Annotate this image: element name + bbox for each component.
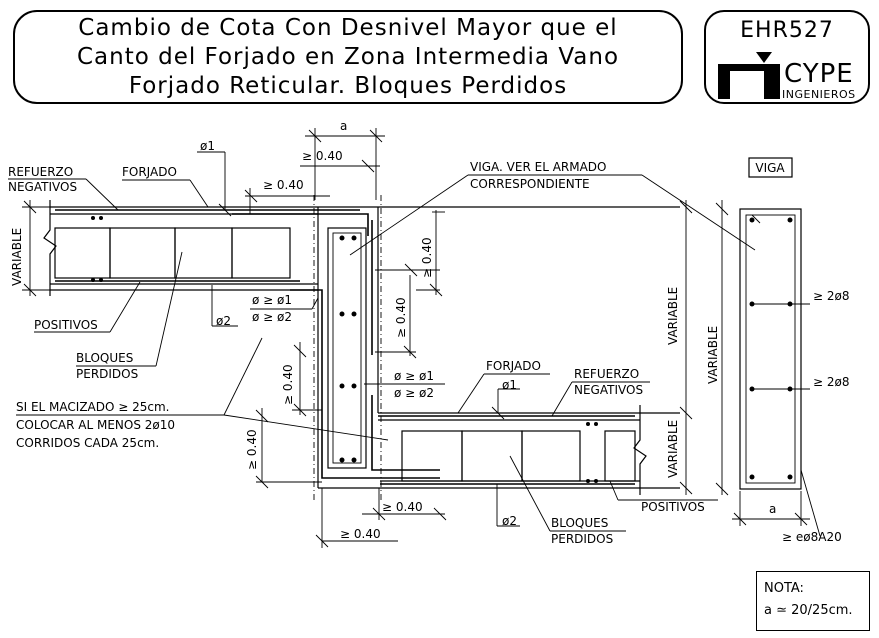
beam-vertical-dims: ≥ 0.40 ≥ 0.40 ≥ 0.40 ≥ 0.40 <box>245 210 443 489</box>
phi1-top-label: ø1 <box>200 139 215 153</box>
bloques-perdidos-1b: PERDIDOS <box>76 367 138 381</box>
variable-right-upper-label: VARIABLE <box>666 287 680 345</box>
refuerzo-negativos-1b: NEGATIVOS <box>8 180 77 194</box>
forjado-low-label: FORJADO <box>486 359 541 373</box>
stirrups-label: ≥ eø8A20 <box>782 530 842 544</box>
refuerzo-negativos-2b: NEGATIVOS <box>574 383 643 397</box>
nota-label: NOTA: <box>764 581 804 596</box>
upper-left-labels: REFUERZO NEGATIVOS FORJADO <box>8 165 209 211</box>
variable-beam-label: VARIABLE <box>706 326 720 384</box>
title-block: Cambio de Cota Con Desnivel Mayor que el… <box>13 10 683 104</box>
central-beam <box>232 195 440 500</box>
dim-ge040-top: ≥ 0.40 <box>302 149 343 163</box>
phi-ge-phi2-a: ø ≥ ø2 <box>252 310 292 324</box>
ge2o8-lower-label: ≥ 2ø8 <box>813 375 849 389</box>
logo-subbrand: INGENIEROS <box>782 88 856 101</box>
lower-slab-labels: FORJADO ø1 REFUERZO NEGATIVOS POSITIVOS … <box>457 359 718 546</box>
positivos-left-label: POSITIVOS <box>34 318 98 332</box>
nota-value: a ≃ 20/25cm. <box>764 603 853 618</box>
colocar-text: COLOCAR AL MENOS 2ø10 <box>16 418 175 432</box>
ge2o8-upper-label: ≥ 2ø8 <box>813 289 849 303</box>
dim-ge040-second: ≥ 0.40 <box>263 178 304 192</box>
top-dimensions: a ≥ 0.40 ≥ 0.40 ø1 <box>197 119 385 217</box>
drawing-code: EHR527 <box>740 18 834 43</box>
variable-left-label: VARIABLE <box>10 228 24 286</box>
left-middle-labels: POSITIVOS BLOQUES PERDIDOS SI EL MACIZAD… <box>16 251 389 450</box>
viga-box-label: VIGA <box>755 161 785 175</box>
viga-note-line2: CORRESPONDIENTE <box>470 177 590 191</box>
left-dimension: VARIABLE <box>10 200 37 297</box>
viga-note: VIGA. VER EL ARMADO CORRESPONDIENTE <box>349 160 756 256</box>
logo-block: EHR527 CYPE INGENIEROS <box>704 10 870 104</box>
title-line-3: Forjado Reticular. Bloques Perdidos <box>128 72 568 99</box>
title-line-1: Cambio de Cota Con Desnivel Mayor que el <box>78 14 618 41</box>
dim-ge040-bottom-a: ≥ 0.40 <box>382 500 423 514</box>
viga-note-line1: VIGA. VER EL ARMADO <box>470 160 607 174</box>
refuerzo-negativos-2a: REFUERZO <box>574 367 639 381</box>
forjado-top-label: FORJADO <box>122 165 177 179</box>
positivos-right-label: POSITIVOS <box>641 500 705 514</box>
beam-section: VIGA ≥ 2ø8 ≥ 2ø8 VARIABLE a ≥ eø8A20 <box>706 157 849 544</box>
phi2-low-label: ø2 <box>502 514 517 528</box>
phi-ge-phi2-b: ø ≥ ø2 <box>394 386 434 400</box>
title-line-2: Canto del Forjado en Zona Intermedia Van… <box>76 43 620 70</box>
bloques-perdidos-2a: BLOQUES <box>551 516 608 530</box>
bloques-perdidos-2b: PERDIDOS <box>551 532 613 546</box>
dim-ge040-vert-right: ≥ 0.40 <box>420 237 434 278</box>
upper-slab <box>22 200 680 296</box>
phi-ge-phi1-a: ø ≥ ø1 <box>252 293 292 307</box>
logo-brand: CYPE <box>784 59 854 89</box>
right-dimensions: VARIABLE VARIABLE <box>666 200 693 495</box>
bloques-perdidos-1a: BLOQUES <box>76 351 133 365</box>
dim-ge040-bottom-b: ≥ 0.40 <box>340 527 381 541</box>
nota-box: NOTA: a ≃ 20/25cm. <box>756 571 870 631</box>
dim-a-top: a <box>340 119 347 133</box>
lower-slab <box>318 405 680 495</box>
phi1-low-label: ø1 <box>502 378 517 392</box>
diameter-callouts: ø ≥ ø1 ø ≥ ø2 ø2 ø ≥ ø1 ø ≥ ø2 <box>211 285 445 400</box>
corridos-text: CORRIDOS CADA 25cm. <box>16 436 159 450</box>
bottom-dimensions: ≥ 0.40 ≥ 0.40 <box>315 488 447 548</box>
cype-logo-icon: CYPE INGENIEROS <box>718 52 856 101</box>
dim-ge040-vert-mid: ≥ 0.40 <box>394 297 408 338</box>
dim-a-beam: a <box>769 502 776 516</box>
phi-ge-phi1-b: ø ≥ ø1 <box>394 369 434 383</box>
dim-ge040-vert-low: ≥ 0.40 <box>245 429 259 470</box>
refuerzo-negativos-1a: REFUERZO <box>8 165 73 179</box>
si-macizado-text: SI EL MACIZADO ≥ 25cm. <box>16 400 170 414</box>
phi2-left-label: ø2 <box>216 314 231 328</box>
dim-ge040-vert-left: ≥ 0.40 <box>281 364 295 405</box>
variable-right-lower-label: VARIABLE <box>666 420 680 478</box>
